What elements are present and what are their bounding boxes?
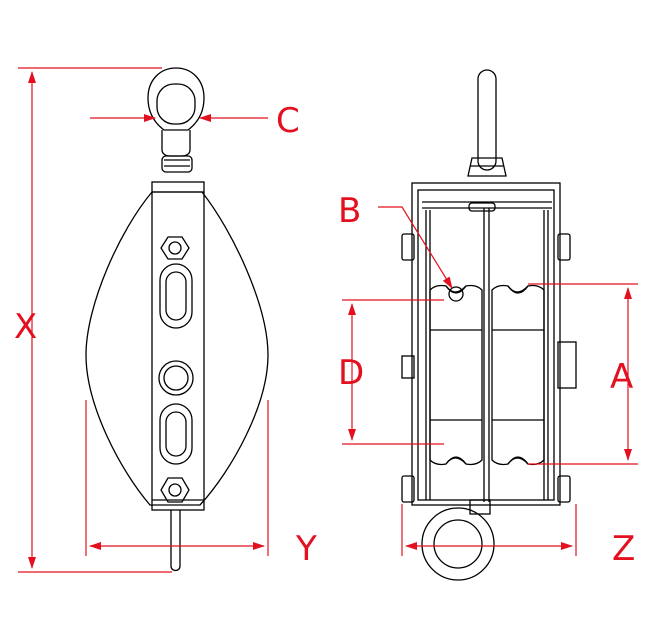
label-b: B	[338, 191, 361, 231]
becket-pin	[170, 510, 181, 572]
top-swivel	[467, 69, 507, 177]
top-bolt-head	[160, 236, 190, 260]
outer-frame	[411, 182, 561, 506]
label-d: D	[338, 353, 364, 393]
cheek-plate	[85, 191, 269, 506]
front-view-block	[401, 69, 577, 581]
side-view-block	[85, 67, 269, 572]
upper-slot	[159, 263, 193, 329]
label-a: A	[610, 357, 633, 397]
center-strap	[151, 181, 205, 511]
becket-ring	[421, 499, 495, 581]
label-y: Y	[295, 529, 317, 569]
label-c: C	[276, 101, 300, 141]
lower-slot	[159, 403, 193, 465]
label-z: Z	[612, 529, 635, 569]
label-x: X	[14, 307, 37, 347]
dimension-lines	[18, 67, 638, 573]
axle-pin	[158, 360, 194, 396]
dim-b-leader	[378, 206, 453, 289]
sheave-left	[429, 284, 483, 466]
swivel-eye	[147, 67, 205, 173]
sheave-right	[491, 284, 545, 466]
bottom-bolt-head	[160, 477, 190, 503]
